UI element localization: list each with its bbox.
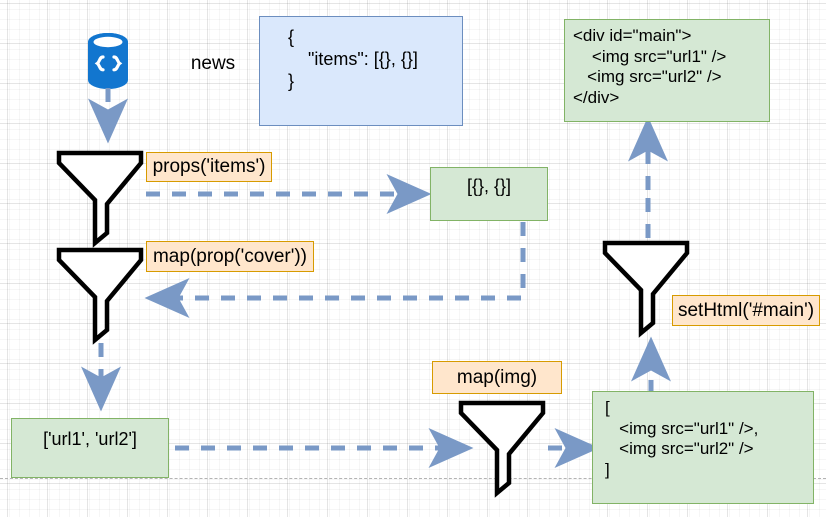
items-array-box: [{}, {}] (430, 167, 548, 221)
funnel-map-prop-cover (56, 247, 144, 345)
img-array-box: [ <img src="url1" />, <img src="url2" />… (592, 391, 814, 504)
op-label-map-prop-cover: map(prop('cover')) (146, 241, 314, 272)
funnel-map-img (458, 400, 546, 498)
op-label-map-img: map(img) (432, 361, 562, 394)
op-label-props-items: props('items') (146, 152, 272, 182)
urls-array-box: ['url1', 'url2'] (11, 418, 169, 478)
page-break-line (0, 478, 826, 479)
news-label: news (190, 53, 236, 74)
database-json-icon (88, 33, 128, 89)
json-input-box: { "items": [{}, {}] } (259, 16, 463, 126)
html-output-box: <div id="main"> <img src="url1" /> <img … (564, 19, 770, 122)
funnel-props-items (56, 150, 144, 248)
op-label-set-html: setHtml('#main') (672, 295, 820, 326)
